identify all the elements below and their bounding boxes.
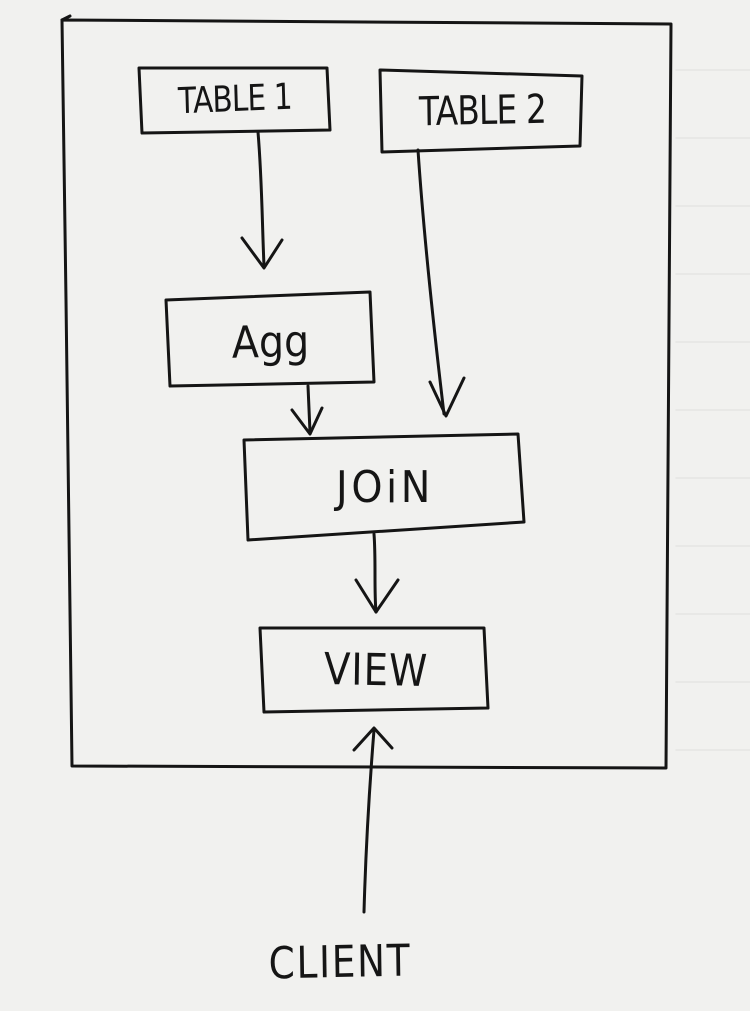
table1-box	[137, 66, 332, 135]
node-table2-label: TABLE 2	[418, 86, 547, 136]
agg-box	[164, 290, 376, 388]
arrow-agg-to-join	[290, 384, 324, 436]
paper-lines	[675, 69, 750, 751]
node-join-label: JOiN	[336, 462, 434, 513]
arrow-join-to-view	[354, 532, 400, 614]
node-table1-label: TABLE 1	[177, 76, 293, 123]
arrow-client-to-view	[352, 726, 394, 914]
join-box	[242, 432, 526, 542]
arrow-table2-to-join	[416, 148, 466, 418]
outer-container-box-extra	[60, 14, 72, 22]
node-agg-label: Agg	[231, 316, 310, 369]
node-view-label: VIEW	[323, 643, 429, 698]
table2-box	[378, 68, 584, 154]
view-box	[258, 626, 490, 714]
node-client-label: CLIENT	[268, 935, 412, 990]
outer-container-box	[60, 18, 673, 770]
arrow-table1-to-agg	[240, 130, 284, 270]
